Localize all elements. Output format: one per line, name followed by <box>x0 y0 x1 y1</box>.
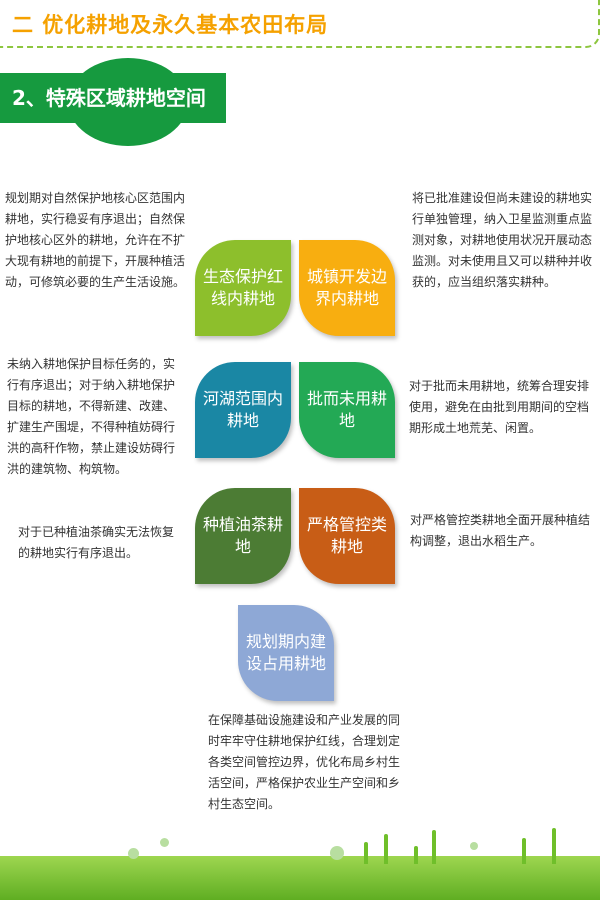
description-construction: 在保障基础设施建设和产业发展的同时牢牢守住耕地保护红线，合理划定各类空间管控边界… <box>208 713 401 811</box>
tile-approved-unused: 批而未用耕地 <box>299 362 395 458</box>
drop-decoration <box>330 846 344 860</box>
tile-label: 批而未用耕地 <box>307 389 388 430</box>
tile-label: 严格管控类耕地 <box>307 515 388 556</box>
description-ecological: 规划期对自然保护地核心区范围内耕地，实行稳妥有序退出；自然保护地核心区外的耕地，… <box>5 191 186 289</box>
tile-ecological-redline: 生态保护红线内耕地 <box>195 240 291 336</box>
drop-decoration <box>470 842 478 850</box>
tile-label: 规划期内建设占用耕地 <box>246 632 327 673</box>
sprout-decoration <box>384 834 388 864</box>
tile-strict-control: 严格管控类耕地 <box>299 488 395 584</box>
description-urban: 将已批准建设但尚未建设的耕地实行单独管理，纳入卫星监测重点监测对象，对耕地使用状… <box>412 191 593 289</box>
sprout-decoration <box>522 838 526 864</box>
tile-river-lake: 河湖范围内耕地 <box>195 362 291 458</box>
tile-label: 城镇开发边界内耕地 <box>307 267 388 308</box>
tile-construction-occupation: 规划期内建设占用耕地 <box>238 605 334 701</box>
page-title: 二 优化耕地及永久基本农田布局 <box>12 13 329 37</box>
tile-label: 种植油茶耕地 <box>203 515 284 556</box>
sprout-decoration <box>552 828 556 864</box>
description-unused: 对于批而未用耕地，统筹合理安排使用，避免在由批到用期间的空档期形成土地荒芜、闲置… <box>409 379 590 435</box>
tile-oil-tea: 种植油茶耕地 <box>195 488 291 584</box>
tile-label: 河湖范围内耕地 <box>203 389 284 430</box>
sprout-decoration <box>364 842 368 864</box>
tile-label: 生态保护红线内耕地 <box>203 267 284 308</box>
tile-urban-boundary: 城镇开发边界内耕地 <box>299 240 395 336</box>
drop-decoration <box>128 848 139 859</box>
description-river: 未纳入耕地保护目标任务的，实行有序退出；对于纳入耕地保护目标的耕地，不得新建、改… <box>7 357 176 476</box>
grass-strip <box>0 856 600 900</box>
description-strict-control: 对严格管控类耕地全面开展种植结构调整，退出水稻生产。 <box>410 513 591 548</box>
header-bar: 二 优化耕地及永久基本农田布局 <box>0 0 600 48</box>
sprout-decoration <box>432 830 436 864</box>
section-title: 2、特殊区域耕地空间 <box>0 73 226 123</box>
description-oil-tea: 对于已种植油茶确实无法恢复的耕地实行有序退出。 <box>18 525 175 560</box>
drop-decoration <box>160 838 169 847</box>
sprout-decoration <box>414 846 418 864</box>
